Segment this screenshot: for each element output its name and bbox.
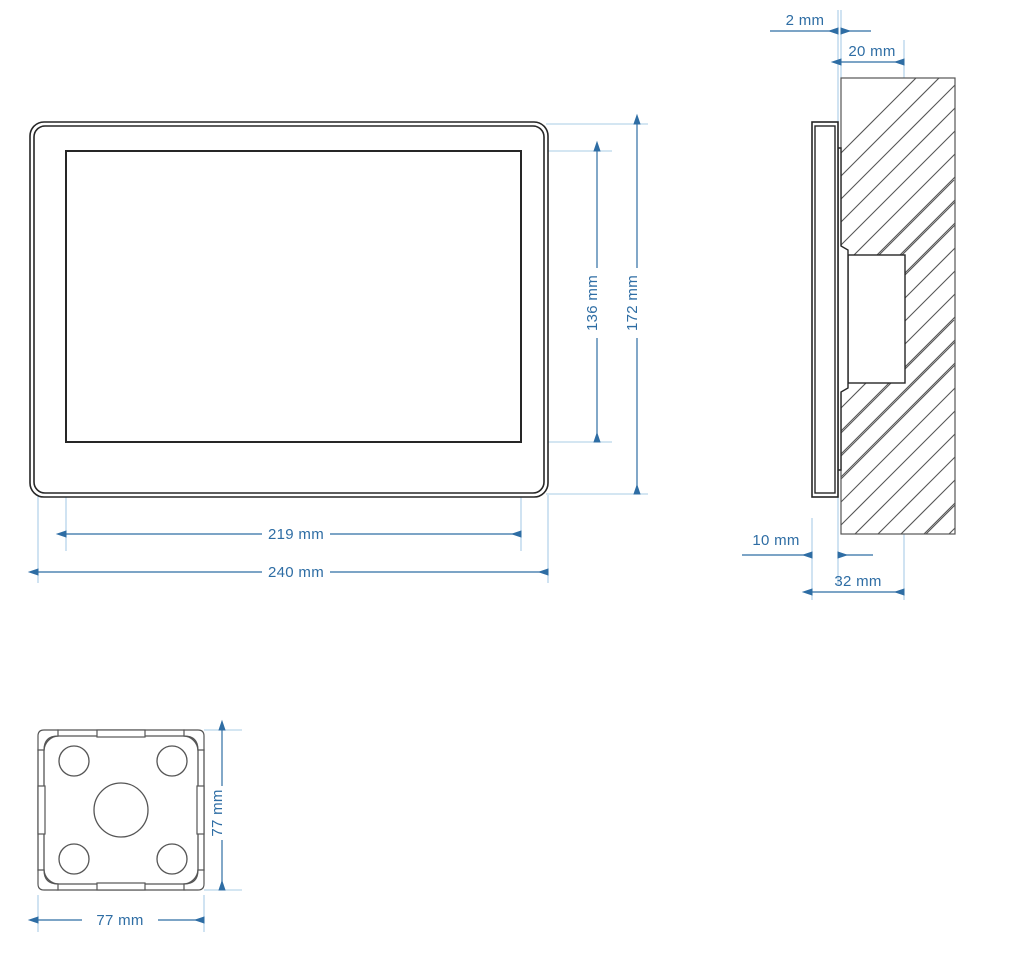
dim-2: 2 mm [770,12,871,35]
side-back-box [847,254,906,384]
dim-77-height: 77 mm [209,719,226,891]
dim-219: 219 mm [55,526,522,543]
dim-77-width: 77 mm [27,912,205,929]
backbox-edge-tab-left [37,785,46,835]
dim-172: 172 mm [624,113,641,495]
side-panel-rear-shell [837,147,849,471]
dim-20: 20 mm [830,43,905,66]
dim-77w-label: 77 mm [96,912,143,929]
dim-136-label: 136 mm [584,275,601,331]
side-faceplate-inner [814,125,836,494]
backbox-screw-hole-tr [156,745,188,777]
backbox-corner-tab-tr [183,729,205,751]
backbox-cable-hole-center [93,782,149,838]
dim-240: 240 mm [27,564,549,581]
dim-32: 32 mm [801,573,905,596]
side-view-group: 2 mm 20 mm 10 mm 32 mm [742,10,956,600]
front-screen-area [65,150,522,443]
backbox-view-group: 77 mm 77 mm [27,719,242,932]
front-view-group: 219 mm 240 mm 136 mm 172 mm [27,113,648,583]
dim-10-label: 10 mm [752,532,799,549]
dim-2-label: 2 mm [786,12,825,29]
dim-172-label: 172 mm [624,275,641,331]
dim-32-label: 32 mm [834,573,881,590]
backbox-corner-tab-tl [37,729,59,751]
backbox-corner-tab-br [183,869,205,891]
backbox-edge-tab-bottom [96,882,146,891]
backbox-edge-tab-top [96,729,146,738]
dim-77h-label: 77 mm [209,789,226,836]
dim-240-label: 240 mm [268,564,324,581]
dim-136: 136 mm [584,140,601,443]
backbox-edge-tab-right [196,785,205,835]
backbox-corner-tab-bl [37,869,59,891]
dim-219-label: 219 mm [268,526,324,543]
backbox-screw-hole-bl [58,843,90,875]
backbox-screw-hole-br [156,843,188,875]
backbox-screw-hole-tl [58,745,90,777]
dim-20-label: 20 mm [848,43,895,60]
dim-10: 10 mm [742,532,873,559]
